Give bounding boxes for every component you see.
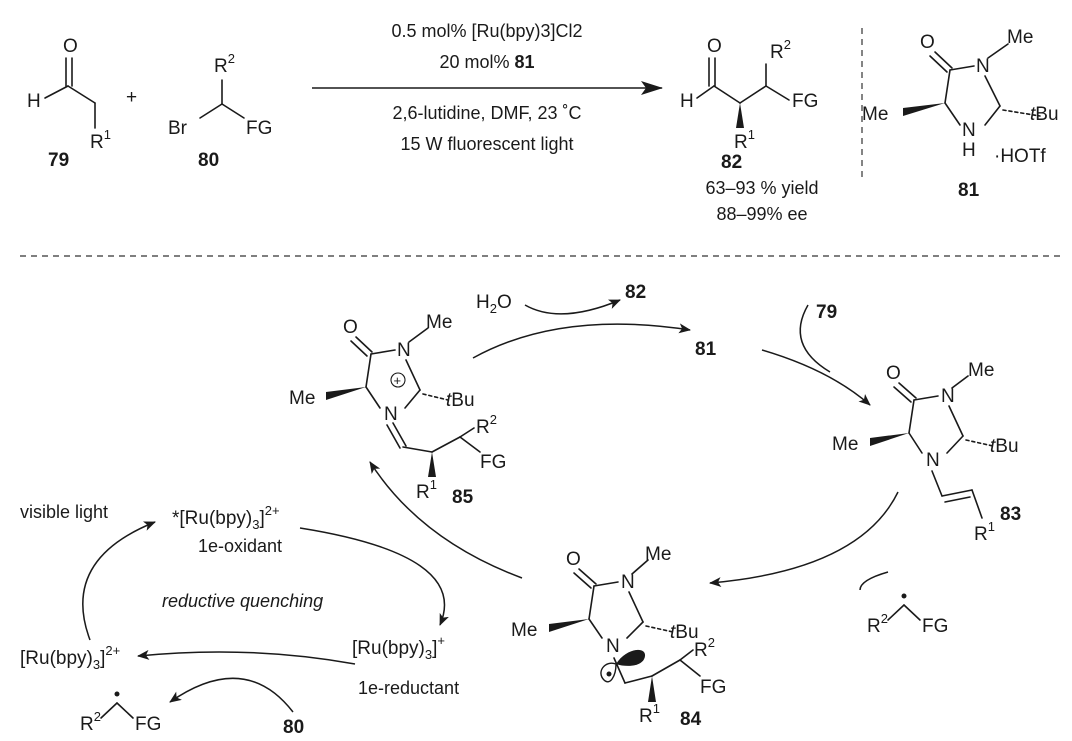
svg-text:Me: Me (968, 360, 994, 381)
r1-label: R1 (974, 519, 995, 545)
svg-text:FG: FG (700, 677, 726, 698)
r2-label: R2 (694, 635, 715, 661)
arrow-hydrolysis (472, 323, 691, 359)
svg-text:N: N (976, 56, 990, 77)
svg-text:N: N (941, 386, 955, 407)
svg-text:FG: FG (135, 714, 161, 735)
ee-text: 88–99% ee (716, 204, 807, 224)
oxidant-label: 1e-oxidant (198, 536, 282, 556)
label-81-cycle: 81 (695, 339, 717, 360)
water-label: H2O (476, 292, 512, 316)
label-85: 85 (452, 487, 474, 508)
wedge-bond (736, 103, 744, 128)
svg-text:O: O (886, 363, 901, 384)
svg-text:O: O (566, 549, 581, 570)
arrow-radical-in (859, 571, 889, 591)
arrow-radical-addition (709, 491, 899, 588)
svg-text:O: O (920, 32, 935, 53)
svg-text:FG: FG (480, 452, 506, 473)
label-83: 83 (1000, 504, 1021, 525)
svg-text:O: O (343, 317, 358, 338)
compound-82: O H R1 R2 FG 82 63–93 % yield 88–99% ee (680, 36, 819, 224)
visible-light-label: visible light (20, 502, 108, 522)
condition-light: 15 W fluorescent light (400, 134, 573, 154)
compound-81-catalyst: O N Me tBu Me N H ·HOTf 81 (862, 27, 1059, 201)
positive-charge: + (394, 373, 402, 388)
svg-text:R2: R2 (80, 709, 101, 735)
atom-FG: FG (246, 118, 272, 139)
svg-text:Me: Me (832, 434, 858, 455)
label-79: 79 (48, 150, 69, 171)
svg-text:H: H (962, 140, 976, 161)
arrow-product-release (524, 299, 621, 315)
r1-label: R1 (90, 127, 111, 153)
salt-hotf: ·HOTf (994, 146, 1046, 167)
svg-text:N: N (606, 636, 620, 657)
quenching-label: reductive quenching (162, 591, 323, 611)
arrow-condensation (761, 349, 871, 406)
arrow-oxidation (369, 461, 523, 579)
svg-text:N: N (621, 572, 635, 593)
r1-label: R1 (416, 477, 437, 503)
svg-text:Me: Me (1007, 27, 1033, 48)
condition-base-solvent: 2,6-lutidine, DMF, 23 ˚C (392, 103, 581, 123)
compound-84-radical: O N Me tBu Me N R1 R2 FG 84 (511, 544, 726, 730)
svg-text:Me: Me (862, 104, 888, 125)
svg-text:O: O (707, 36, 722, 57)
svg-text:tBu: tBu (1030, 104, 1059, 125)
atom-O: O (63, 36, 78, 57)
svg-text:N: N (962, 120, 976, 141)
label-82-cycle: 82 (625, 282, 646, 303)
svg-text:N: N (397, 340, 411, 361)
r2-label: R2 (770, 37, 791, 63)
label-80-cycle: 80 (283, 717, 304, 738)
arrow-reductive-quenching (299, 527, 449, 626)
svg-text:Me: Me (645, 544, 671, 565)
arrow-radical-generation (169, 677, 294, 713)
ru-ground: [Ru(bpy)3]2+ (20, 643, 120, 672)
arrow-catalyst-turnover (137, 649, 356, 665)
label-80: 80 (198, 150, 219, 171)
atom-H: H (27, 91, 41, 112)
compound-80: R2 Br FG 80 (168, 51, 272, 171)
arrow-aldehyde-in (799, 304, 831, 373)
r2-label: R2 (476, 412, 497, 438)
plus-sign: + (126, 87, 137, 108)
svg-text:Me: Me (289, 388, 315, 409)
compound-83-enamine: O N Me tBu Me N R1 83 (832, 360, 1021, 545)
svg-text:tBu: tBu (670, 622, 699, 643)
svg-text:H: H (680, 91, 694, 112)
r1-label: R1 (734, 127, 755, 153)
radical-right: R2 FG (867, 593, 948, 637)
reductant-label: 1e-reductant (358, 678, 459, 698)
label-82: 82 (721, 152, 742, 173)
compound-85-iminium: O N Me tBu Me N + R1 R2 FG 85 (289, 312, 506, 508)
arrow-photoexcitation (82, 521, 156, 641)
condition-catalyst: 0.5 mol% [Ru(bpy)3]Cl2 (391, 21, 582, 41)
svg-text:FG: FG (792, 91, 818, 112)
r1-label: R1 (639, 701, 660, 727)
r2-label: R2 (214, 51, 235, 77)
svg-text:Me: Me (511, 620, 537, 641)
svg-text:tBu: tBu (990, 436, 1019, 457)
label-81: 81 (958, 180, 980, 201)
radical-left: R2 FG (80, 691, 161, 735)
svg-text:R2: R2 (867, 611, 888, 637)
svg-text:N: N (926, 450, 940, 471)
svg-text:FG: FG (922, 616, 948, 637)
condition-organocatalyst: 20 mol% 81 (439, 52, 534, 72)
svg-text:tBu: tBu (446, 390, 475, 411)
label-79-cycle: 79 (816, 302, 837, 323)
ru-reduced: [Ru(bpy)3]+ (352, 633, 445, 662)
yield-text: 63–93 % yield (705, 178, 818, 198)
label-84: 84 (680, 709, 702, 730)
svg-text:Me: Me (426, 312, 452, 333)
svg-text:N: N (384, 404, 398, 425)
p-orbital-lobe (616, 649, 646, 666)
atom-Br: Br (168, 118, 188, 139)
ru-excited: *[Ru(bpy)3]2+ (172, 503, 280, 532)
compound-79: O H R1 79 (27, 36, 111, 171)
